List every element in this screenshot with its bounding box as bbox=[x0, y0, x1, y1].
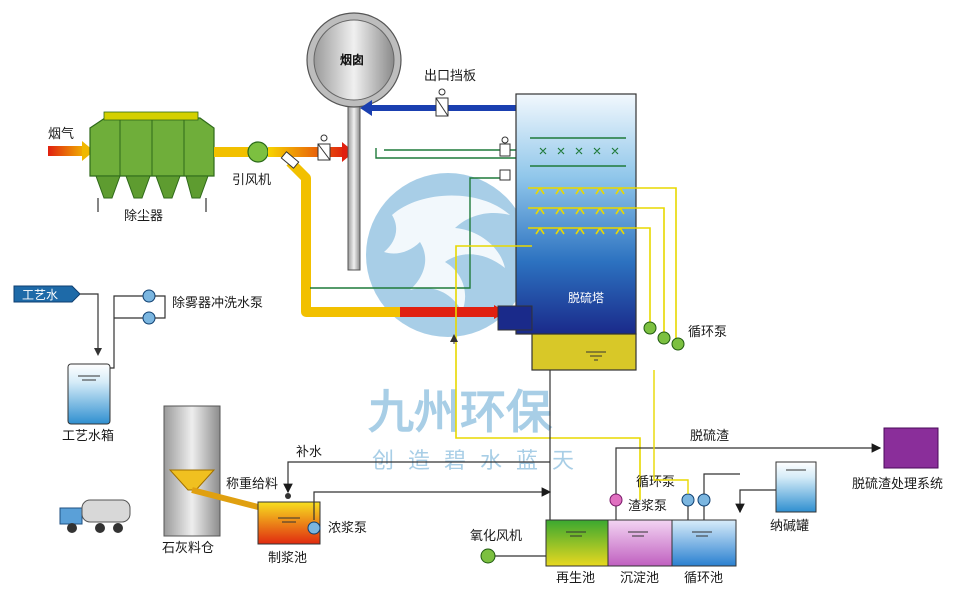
oxidation-fan-label: 氧化风机 bbox=[470, 529, 522, 544]
dust-collector-label: 除尘器 bbox=[124, 209, 163, 224]
settling-tank bbox=[607, 519, 673, 567]
process-water-label: 工艺水 bbox=[22, 288, 58, 302]
oxidation-fan-icon bbox=[480, 548, 496, 564]
induced-fan: 引风机 bbox=[232, 141, 271, 188]
bypass-damper-icon bbox=[317, 134, 331, 161]
process-water-unit: 工艺水 除雾器冲洗水泵 工艺水箱 bbox=[13, 285, 263, 444]
duct-fan-to-chimney bbox=[268, 147, 346, 157]
demister-layers bbox=[530, 137, 626, 167]
outlet-damper-icon bbox=[435, 88, 449, 117]
inlet-damper-icon bbox=[280, 151, 300, 169]
slag-treatment-box bbox=[883, 427, 939, 469]
slurry-tank-label: 制浆池 bbox=[268, 551, 307, 566]
watermark-brand: 九州环保 bbox=[368, 385, 553, 439]
flue-gas-label: 烟气 bbox=[48, 126, 74, 142]
slurry-tank bbox=[257, 501, 321, 545]
circulation-pump-2-icon bbox=[697, 493, 711, 507]
induced-fan-label: 引风机 bbox=[232, 173, 271, 188]
dust-collector-unit: 烟气 除尘器 bbox=[48, 111, 215, 224]
soda-tank-label: 纳碱罐 bbox=[770, 519, 809, 534]
induced-fan-icon bbox=[247, 141, 269, 163]
makeup-water-label: 补水 bbox=[296, 445, 322, 460]
watermark-logo-dragon bbox=[384, 195, 510, 312]
weighing-feeder bbox=[191, 487, 263, 511]
slag-pump-label: 渣浆泵 bbox=[628, 499, 667, 514]
outlet-damper-label: 出口挡板 bbox=[424, 69, 476, 84]
demister-pump-icon bbox=[142, 311, 156, 325]
circulation-pump-icon bbox=[643, 321, 657, 335]
demister-pump-label: 除雾器冲洗水泵 bbox=[172, 296, 263, 311]
slag-output-label: 脱硫渣 bbox=[690, 429, 729, 444]
slurry-feed-line bbox=[313, 487, 552, 520]
slurry-pump-label: 浓浆泵 bbox=[328, 521, 367, 536]
circulation-pumps bbox=[643, 321, 685, 351]
recirculation-lines bbox=[455, 187, 677, 500]
duct-collector-to-fan bbox=[214, 147, 250, 157]
circulation-pump-icon bbox=[671, 337, 685, 351]
regeneration-tank bbox=[545, 519, 609, 567]
lime-truck-icon bbox=[59, 499, 131, 533]
weighing-feed-label: 称重给料 bbox=[226, 476, 278, 492]
chimney-label: 烟囱 bbox=[340, 52, 364, 67]
tank-group: 再生池 沉淀池 循环池 bbox=[545, 519, 737, 586]
circulation-tank bbox=[671, 519, 737, 567]
soda-tank-unit: 纳碱罐 bbox=[735, 461, 817, 534]
circulation-tank-label: 循环池 bbox=[684, 571, 723, 586]
spray-levels bbox=[528, 187, 640, 235]
desulfurization-tower: 脱硫塔 bbox=[497, 93, 640, 371]
slag-treatment-label: 脱硫渣处理系统 bbox=[852, 477, 943, 492]
tower-label: 脱硫塔 bbox=[568, 290, 604, 305]
lime-silo-unit: 石灰料仓 称重给料 bbox=[162, 405, 278, 556]
flue-gas-inlet-pipe bbox=[48, 146, 88, 156]
circulation-pump-label: 循环泵 bbox=[688, 325, 727, 340]
flue-gas-arrow bbox=[82, 141, 94, 161]
oxidation-fan-unit: 氧化风机 bbox=[470, 529, 548, 564]
slurry-pump-icon bbox=[307, 521, 321, 535]
chimney-unit: 烟囱 bbox=[306, 12, 402, 271]
circulation-pump-2-icon bbox=[681, 493, 695, 507]
circulation-pump-icon bbox=[657, 331, 671, 345]
circulation-pump-2-label: 循环泵 bbox=[636, 475, 675, 490]
process-water-tank bbox=[67, 363, 111, 425]
tower-inlet-nozzle bbox=[497, 305, 533, 331]
watermark: 九州环保 创造碧水蓝天 bbox=[366, 173, 574, 474]
demister-valve-icon bbox=[499, 136, 511, 181]
process-water-tag bbox=[13, 285, 81, 303]
regeneration-tank-label: 再生池 bbox=[556, 571, 595, 586]
lime-silo-label: 石灰料仓 bbox=[162, 541, 214, 556]
process-water-tank-label: 工艺水箱 bbox=[62, 428, 114, 444]
settling-tank-label: 沉淀池 bbox=[620, 571, 659, 586]
makeup-water-line bbox=[283, 461, 550, 494]
slag-pump-icon bbox=[609, 493, 623, 507]
tower-sump bbox=[531, 333, 637, 371]
demister-pump-icon bbox=[142, 289, 156, 303]
slurry-tank-unit: 浓浆泵 制浆池 bbox=[257, 493, 367, 566]
